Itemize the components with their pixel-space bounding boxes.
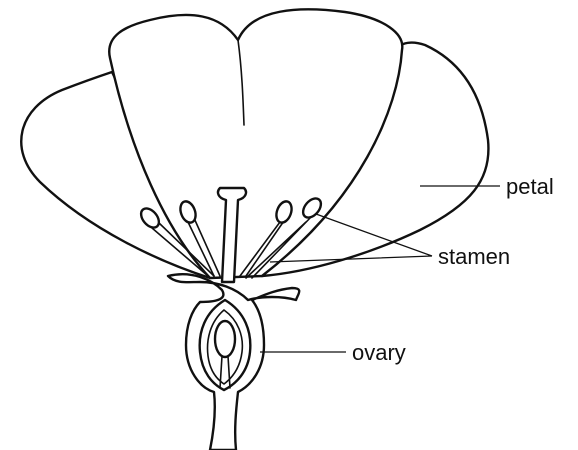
petal-label: petal [506,174,554,199]
ovary-label: ovary [352,340,406,365]
stamen-label: stamen [438,244,510,269]
ovule [215,321,235,357]
